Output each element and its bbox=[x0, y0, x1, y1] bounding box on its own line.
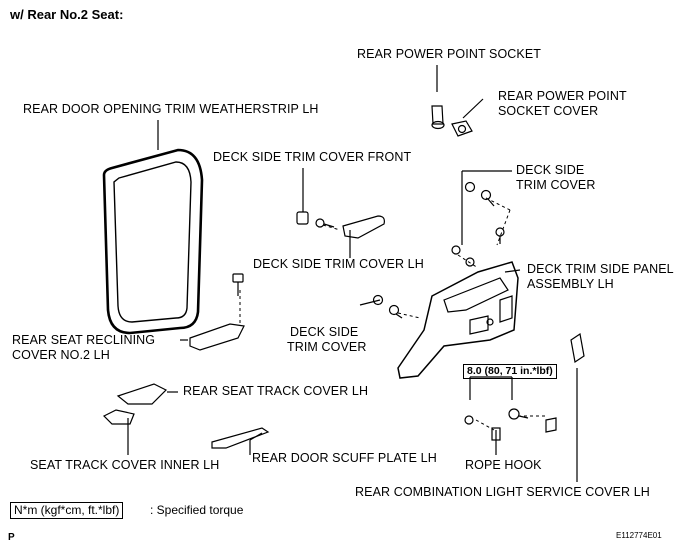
deck-cover-lh-shape bbox=[342, 215, 385, 239]
legend-unit-box: N*m (kgf*cm, ft.*lbf) bbox=[10, 502, 124, 519]
label-deck-side-trim-front: DECK SIDE TRIM COVER FRONT bbox=[213, 150, 412, 164]
label-rear-power-point-socket: REAR POWER POINT SOCKET bbox=[357, 47, 542, 61]
seat-track-inner-shape bbox=[102, 409, 135, 425]
label-deck-panel-1: DECK TRIM SIDE PANEL bbox=[527, 262, 674, 276]
label-reclining-1: REAR SEAT RECLINING bbox=[12, 333, 156, 347]
label-seat-track-inner: SEAT TRACK COVER INNER LH bbox=[30, 458, 220, 472]
label-light-service-cover: REAR COMBINATION LIGHT SERVICE COVER LH bbox=[355, 485, 650, 499]
label-deck-side-trim-mid-1: DECK SIDE bbox=[290, 325, 359, 339]
legend-text: : Specified torque bbox=[150, 503, 244, 517]
figure-code: E112774E01 bbox=[616, 531, 662, 540]
power-socket-shape bbox=[431, 105, 444, 125]
seat-track-cover-shape bbox=[116, 383, 168, 405]
label-deck-side-trim-lh: DECK SIDE TRIM COVER LH bbox=[253, 257, 424, 271]
diagram-header: w/ Rear No.2 Seat: bbox=[10, 7, 124, 22]
label-socket-cover-2: SOCKET COVER bbox=[498, 104, 599, 118]
label-seat-track-cover: REAR SEAT TRACK COVER LH bbox=[183, 384, 369, 398]
label-door-opening-trim: REAR DOOR OPENING TRIM WEATHERSTRIP LH bbox=[23, 102, 319, 116]
label-deck-panel-2: ASSEMBLY LH bbox=[527, 277, 614, 291]
label-deck-side-trim-top-1: DECK SIDE bbox=[516, 163, 585, 177]
reclining-cover-shape bbox=[189, 323, 245, 351]
leader-deck-mid bbox=[359, 299, 381, 306]
label-deck-side-trim-top-2: TRIM COVER bbox=[516, 178, 596, 192]
weatherstrip-outline bbox=[102, 148, 204, 335]
leader-deck-panel bbox=[504, 269, 521, 273]
scuff-plate-shape bbox=[211, 427, 270, 449]
label-socket-cover-1: REAR POWER POINT bbox=[498, 89, 627, 103]
socket-cover-shape bbox=[451, 120, 473, 137]
torque-spec-box: 8.0 (80, 71 in.*lbf) bbox=[463, 364, 557, 379]
leader-socket-cover bbox=[462, 98, 484, 119]
deck-panel-shape bbox=[397, 261, 519, 379]
label-rope-hook: ROPE HOOK bbox=[465, 458, 542, 472]
light-cover-shape bbox=[570, 332, 585, 364]
label-reclining-2: COVER NO.2 LH bbox=[12, 348, 110, 362]
label-deck-side-trim-mid-2: TRIM COVER bbox=[287, 340, 367, 354]
deck-front-clip bbox=[296, 211, 309, 225]
page-mark: P bbox=[8, 532, 15, 543]
label-scuff-plate: REAR DOOR SCUFF PLATE LH bbox=[252, 451, 437, 465]
